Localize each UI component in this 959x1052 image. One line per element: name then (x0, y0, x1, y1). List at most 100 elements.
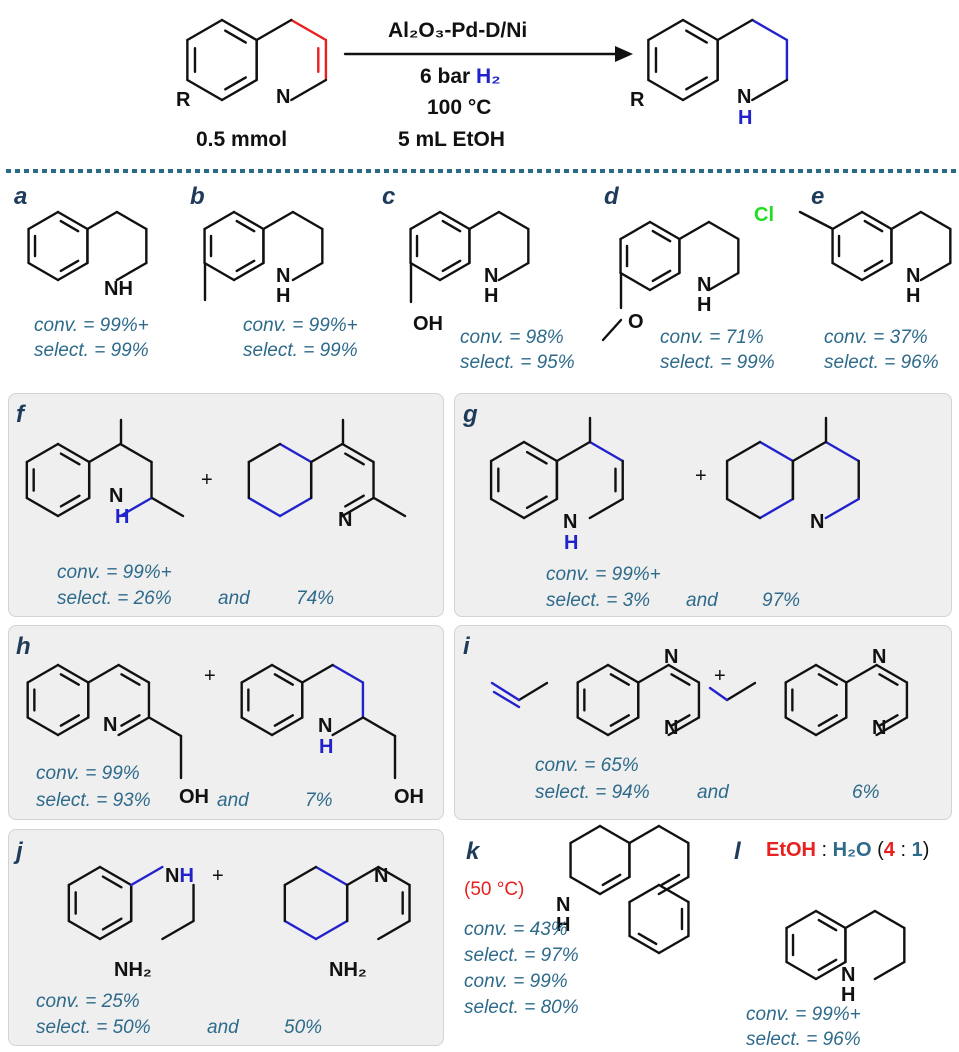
thq-l-left-double-2 (817, 958, 838, 972)
divider-dot (429, 169, 434, 173)
bzq-k2-bond-0 (657, 883, 690, 904)
result-a-2: select. = 99% (34, 340, 149, 361)
atom-h-h2: H (319, 736, 334, 758)
acr-g2-right-bond-2 (824, 497, 860, 520)
bzq-k2-bond-3 (628, 934, 661, 955)
thq-f-right-bond-0 (119, 442, 153, 464)
result-d-1: conv. = 71% (660, 327, 764, 348)
product-left-double-0 (685, 29, 708, 44)
quin-h1-left-double-0 (59, 673, 81, 686)
divider-dot (33, 169, 38, 173)
atom-n-reactant: N (276, 86, 291, 108)
divider-dot (465, 169, 470, 173)
entry-label-g: g (463, 401, 478, 428)
divider-dot (861, 169, 866, 173)
acr-g2-left-bond-0 (758, 440, 795, 463)
result-g-and: and (686, 590, 718, 611)
thiq-j2-left-bond-0 (314, 865, 349, 887)
divider-dot (258, 169, 263, 173)
divider-dot (942, 169, 947, 173)
divider-dot (411, 169, 416, 173)
thq-b-left-bond-2 (232, 261, 265, 282)
acr-g1-right-bond-2 (588, 497, 624, 520)
qx-i1-left-bond-5 (576, 663, 610, 684)
ch2-h2 (362, 716, 397, 738)
result-i-and: and (697, 782, 729, 803)
quin-h1-left-bond-3 (26, 716, 60, 737)
divider-dot (708, 169, 713, 173)
entry-label-l: l (734, 838, 741, 865)
qx-i2-left-bond-2 (814, 716, 848, 737)
divider-dot (807, 169, 812, 173)
atom-o-d: O (628, 311, 644, 333)
divider-dot (123, 169, 128, 173)
acr-g1-left-bond-5 (489, 440, 526, 463)
thq-l-left-double-0 (817, 918, 838, 932)
divider-dot (6, 169, 11, 173)
divider-dot (375, 169, 380, 173)
divider-dot (231, 169, 236, 173)
thq-c-left-double-2 (441, 259, 462, 273)
reaction-arrow-head (615, 46, 633, 62)
divider-dot (402, 169, 407, 173)
thq-e-left-double-2 (863, 259, 884, 273)
quin-h1-right-double-0 (120, 673, 141, 686)
bzq-k2-bond-5 (628, 883, 661, 904)
divider-dot (816, 169, 821, 173)
divider-dot (105, 169, 110, 173)
divider-dot (420, 169, 425, 173)
divider-dot (762, 169, 767, 173)
result-f-1: conv. = 99%+ (57, 562, 172, 583)
thiq-j2-right-bond-0 (377, 865, 411, 887)
divider-dot (177, 169, 182, 173)
thq-f-left-double-2 (59, 494, 81, 508)
plus-f: + (201, 469, 213, 491)
bzq-k1-left-bond-0 (598, 824, 631, 845)
thiq-j2-right-bond-5 (345, 865, 380, 887)
qx-i1-left-double-0 (609, 673, 631, 686)
divider-dot (141, 169, 146, 173)
thq-a-left-double-0 (59, 219, 80, 233)
thq-f-left-bond-3 (25, 496, 60, 518)
substituent-r-left: R (176, 89, 191, 111)
pyr-f-right-bond-5 (309, 442, 344, 464)
qx-i2-left-bond-5 (784, 663, 818, 684)
qx-i1-left-bond-0 (606, 663, 640, 684)
product-left-bond-3 (647, 78, 685, 102)
ethyl-i2a (725, 681, 757, 702)
divider-dot (753, 169, 758, 173)
bzq-k2-double-3 (637, 932, 658, 946)
thq-c-right-bond-5 (468, 210, 501, 231)
atom-h-f: H (115, 506, 130, 528)
divider-dot (546, 169, 551, 173)
result-l-2: select. = 96% (746, 1029, 861, 1050)
result-l-1: conv. = 99%+ (746, 1004, 861, 1025)
divider-dot (681, 169, 686, 173)
acr-g2-left-bond-5 (725, 440, 762, 463)
atom-h-g: H (564, 532, 579, 554)
qx-i1-left-bond-3 (576, 716, 610, 737)
atom-n-g2: N (810, 511, 825, 533)
thq-a-left-bond-0 (56, 210, 89, 231)
reactant-left-bond-3 (186, 78, 224, 102)
thq-l-left-bond-2 (814, 960, 847, 981)
divider-dot (240, 169, 245, 173)
quin-h1-right-bond-0 (117, 663, 151, 684)
thq-e-left-bond-0 (860, 210, 893, 231)
result-f-2: select. = 26% (57, 588, 172, 609)
thq-a-right-bond-5 (86, 210, 119, 231)
divider-dot (654, 169, 659, 173)
divider-dot (933, 169, 938, 173)
thiq-j1-left-bond-5 (67, 865, 102, 887)
atom-oh-h2: OH (394, 786, 424, 808)
divider-dot (249, 169, 254, 173)
thq-c-left-bond-0 (438, 210, 471, 231)
thq-c-left-bond-2 (438, 261, 471, 282)
bzq-k1-right-double-2 (660, 873, 681, 887)
thq-b-left-bond-5 (203, 210, 236, 231)
result-g-second: 97% (762, 590, 801, 611)
